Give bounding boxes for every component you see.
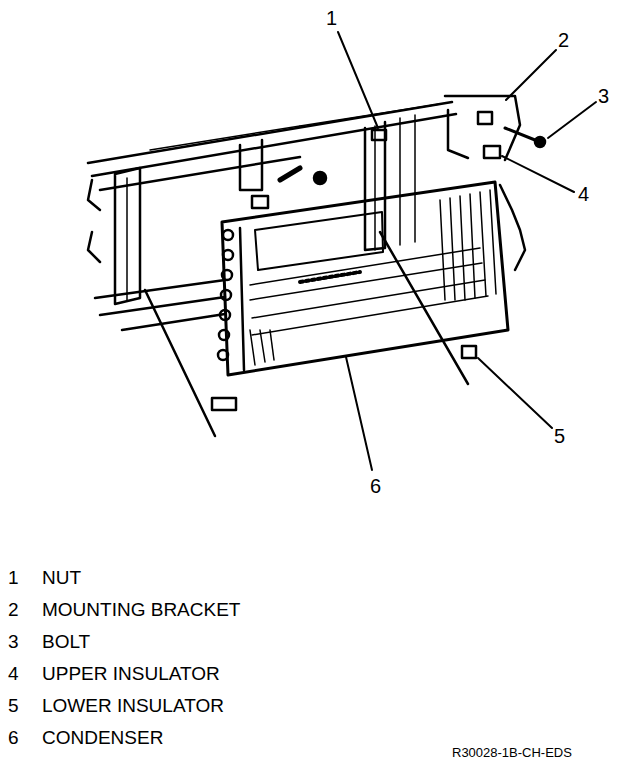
part-name: LOWER INSULATOR — [42, 696, 224, 715]
legend-number: 5 — [8, 696, 19, 715]
part-name: UPPER INSULATOR — [42, 664, 220, 683]
callout-number: 3 — [598, 86, 609, 106]
legend-number: 4 — [8, 664, 19, 683]
part-name: NUT — [42, 568, 81, 587]
callout-number: 6 — [370, 476, 381, 496]
callout-number: 2 — [558, 30, 569, 50]
part-name: BOLT — [42, 632, 90, 651]
legend-number: 6 — [8, 728, 19, 747]
callout-number: 1 — [326, 8, 337, 28]
callout-number: 5 — [554, 426, 565, 446]
callout-number: 4 — [578, 184, 589, 204]
drawing-code: R30028-1B-CH-EDS — [452, 746, 572, 759]
part-name: MOUNTING BRACKET — [42, 600, 240, 619]
legend-number: 2 — [8, 600, 19, 619]
legend-number: 3 — [8, 632, 19, 651]
legend-number: 1 — [8, 568, 19, 587]
part-name: CONDENSER — [42, 728, 163, 747]
